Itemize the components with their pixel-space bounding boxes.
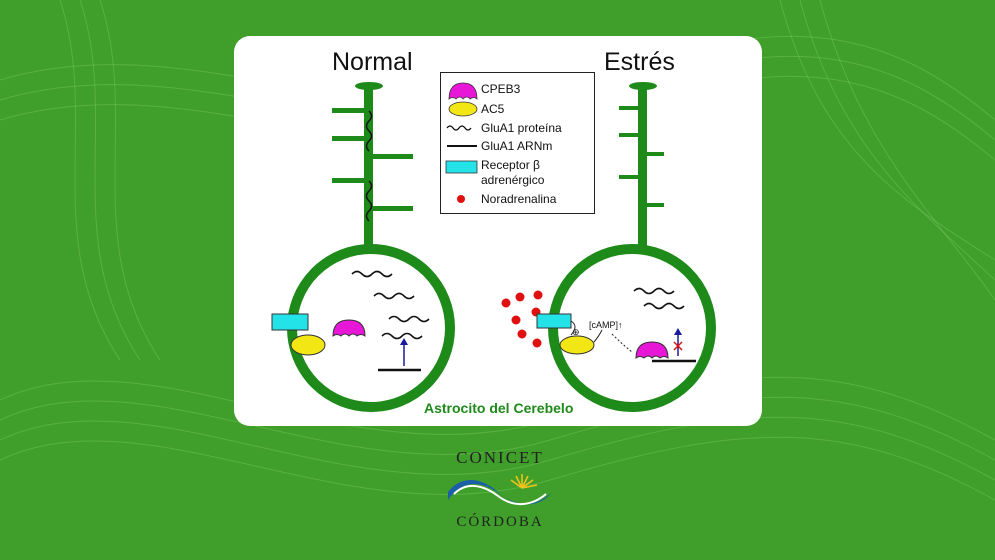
beta-receptor	[271, 313, 309, 331]
normal-branch	[371, 154, 413, 159]
glua1-protein-wave	[388, 315, 430, 323]
normal-branch	[332, 108, 367, 113]
sun-rays	[510, 474, 538, 489]
camp-label: [cAMP]↑	[589, 320, 623, 330]
glua1-protein-wave	[365, 180, 373, 222]
glua1-protein-wave	[643, 302, 685, 310]
stress-process-stem	[638, 86, 647, 251]
legend-label: GluA1 ARNm	[481, 139, 553, 153]
normal-branch	[332, 136, 367, 141]
diagram-caption: Astrocito del Cerebelo	[424, 400, 574, 416]
normal-cell	[271, 82, 455, 412]
stress-branch	[646, 152, 664, 156]
glua1-protein-wave	[633, 287, 675, 295]
cpeb3-protein	[332, 319, 366, 337]
diagram-panel: Normal Estrés CPEB3 AC5 GluA1 proteína G…	[234, 36, 762, 426]
stress-branch	[619, 175, 639, 179]
normal-process-stem	[364, 86, 373, 251]
plus-sign: ⊕	[572, 327, 580, 337]
logo-emblem	[448, 474, 552, 505]
noradrenaline-dot	[517, 329, 527, 339]
logo-top-text: CONICET	[456, 448, 544, 467]
legend-symbols	[445, 82, 478, 203]
blocked-translation-arrow-head	[674, 328, 682, 335]
normal-branch	[371, 206, 413, 211]
legend-box: CPEB3 AC5 GluA1 proteína GluA1 ARNm Rece…	[440, 72, 595, 214]
camp-to-cpeb3-arrow	[611, 333, 633, 353]
astrocyte-diagram	[271, 82, 716, 412]
normal-branch	[332, 178, 367, 183]
stress-branch	[619, 106, 639, 110]
noradrenaline-dot	[501, 298, 511, 308]
beta-receptor	[536, 313, 572, 329]
logo-bottom-text: CÓRDOBA	[456, 514, 544, 530]
logo-wave-inner	[453, 485, 547, 505]
glua1-protein-wave	[381, 332, 423, 340]
ac5-enzyme	[290, 334, 326, 356]
ac5-swatch	[448, 101, 478, 117]
cpeb3-swatch	[448, 82, 478, 100]
legend-label: adrenérgico	[481, 173, 545, 187]
noradrenaline-swatch	[457, 195, 465, 203]
legend-label: GluA1 proteína	[481, 121, 562, 135]
stress-branch	[646, 203, 664, 207]
stress-branch	[619, 133, 639, 137]
noradrenaline-dot	[532, 338, 542, 348]
noradrenaline-dot	[511, 315, 521, 325]
glua1-protein-wave	[351, 270, 393, 278]
glua1-protein-wave	[365, 110, 373, 152]
translation-arrow-head	[400, 338, 408, 345]
ac5-enzyme	[559, 335, 595, 355]
title-normal: Normal	[332, 48, 413, 76]
receptor-swatch	[445, 160, 478, 174]
conicet-logo: CONICET CÓRDOBA	[440, 448, 560, 534]
block-x-mark	[673, 341, 683, 351]
glua1-protein-swatch	[446, 125, 472, 131]
stress-process-tip	[629, 82, 657, 90]
normal-cell-body	[287, 244, 455, 412]
title-stress: Estrés	[604, 48, 675, 76]
glua1-protein-wave	[373, 292, 415, 300]
legend-label: Receptor β	[481, 158, 540, 172]
legend-label: CPEB3	[481, 82, 521, 96]
cpeb3-protein	[635, 341, 669, 359]
noradrenaline-dot	[515, 292, 525, 302]
noradrenaline-dot	[533, 290, 543, 300]
camp-arrow	[593, 329, 603, 343]
activation-arrow	[570, 320, 576, 336]
legend-label: Noradrenalina	[481, 192, 557, 206]
legend-label: AC5	[481, 102, 505, 116]
camp-text: [cAMP]	[589, 320, 619, 330]
normal-process-tip	[355, 82, 383, 90]
stress-cell	[501, 82, 716, 412]
